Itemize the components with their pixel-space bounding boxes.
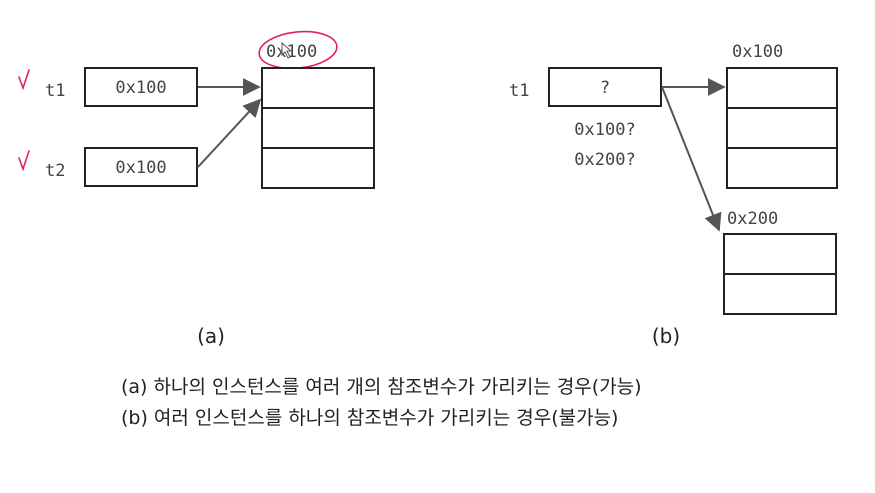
caption-a: (a) 하나의 인스턴스를 여러 개의 참조변수가 가리키는 경우(가능) — [121, 376, 642, 398]
ref-var-t1-box — [84, 67, 198, 107]
diagram-b: t1 ? 0x100? 0x200? 0x100 0x200 (b) — [509, 42, 838, 348]
ref-var-t1-name-b: t1 — [509, 81, 529, 101]
instance-field-3 — [261, 147, 375, 189]
cursor-icon — [281, 41, 293, 59]
instance1-field-1 — [726, 67, 838, 109]
ref-var-t2-name: t2 — [45, 161, 65, 181]
diagram-a: t1 0x100 t2 0x100 0x100 (a) — [18, 30, 375, 348]
ref-var-t1-name: t1 — [45, 81, 65, 101]
check-mark-icon — [18, 150, 30, 172]
instance1-field-3 — [726, 147, 838, 189]
instance-field-2 — [261, 107, 375, 149]
arrow-t2-to-instance — [197, 98, 262, 168]
ref-var-t1-value-b: ? — [600, 78, 610, 98]
instance1-field-2 — [726, 107, 838, 149]
check-mark-icon — [18, 69, 30, 91]
instance2-field-2 — [723, 273, 837, 315]
arrow-t1-to-instance2 — [661, 86, 722, 232]
ref-var-t2-value: 0x100 — [115, 158, 166, 178]
instance-field-1 — [261, 67, 375, 109]
instance2-address: 0x200 — [727, 209, 778, 229]
instance-address: 0x100 — [266, 42, 317, 62]
ref-var-t1-value: 0x100 — [115, 78, 166, 98]
ref-var-t1-box-b — [548, 67, 662, 107]
diagram-a-label: (a) — [197, 324, 225, 348]
caption-b: (b) 여러 인스턴스를 하나의 참조변수가 가리키는 경우(불가능) — [121, 407, 618, 429]
diagram-b-label: (b) — [652, 324, 680, 348]
instance2-field-1 — [723, 233, 837, 275]
ref-var-t2-box — [84, 147, 198, 187]
guess-address-2: 0x200? — [574, 150, 635, 170]
instance1-address: 0x100 — [732, 42, 783, 62]
guess-address-1: 0x100? — [574, 120, 635, 140]
